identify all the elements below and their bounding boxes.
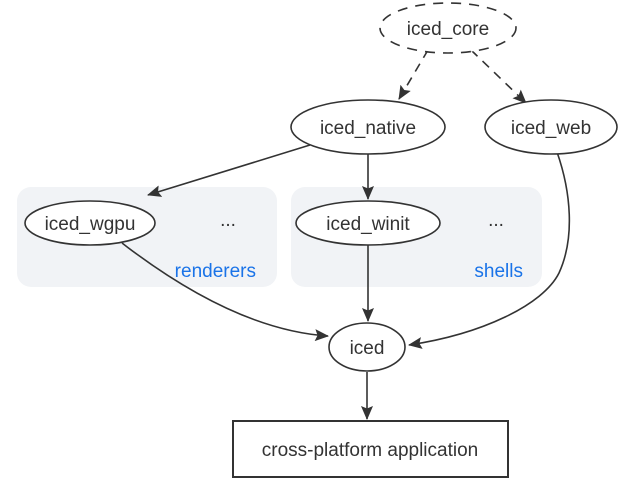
edge-iced-core-to-iced-native (398, 49, 429, 100)
node-iced-native-label: iced_native (320, 118, 416, 139)
edge-iced-native-to-iced-wgpu (147, 144, 311, 197)
node-iced-web-label: iced_web (511, 118, 591, 139)
node-iced-winit-label: iced_winit (326, 214, 410, 235)
group-renderers-label: renderers (175, 261, 256, 282)
node-iced-winit (295, 200, 441, 246)
node-iced-wgpu-label: iced_wgpu (45, 214, 136, 235)
edge-iced-core-to-iced-web (470, 49, 527, 104)
edge-iced-wgpu-to-iced (121, 242, 329, 342)
node-iced-label: iced (350, 338, 385, 359)
shells-ellipsis: ... (488, 210, 504, 231)
node-iced-native (290, 99, 446, 155)
node-iced (328, 322, 406, 372)
node-iced-core (379, 2, 517, 54)
edge-iced-web-to-iced (408, 151, 571, 349)
renderers-ellipsis: ... (220, 210, 236, 231)
node-iced-core-label: iced_core (407, 19, 489, 40)
node-iced-wgpu (24, 200, 156, 246)
node-app-label: cross-platform application (262, 440, 478, 461)
group-shells-label: shells (474, 261, 523, 282)
node-iced-web (484, 99, 618, 155)
node-app-box (232, 420, 509, 478)
